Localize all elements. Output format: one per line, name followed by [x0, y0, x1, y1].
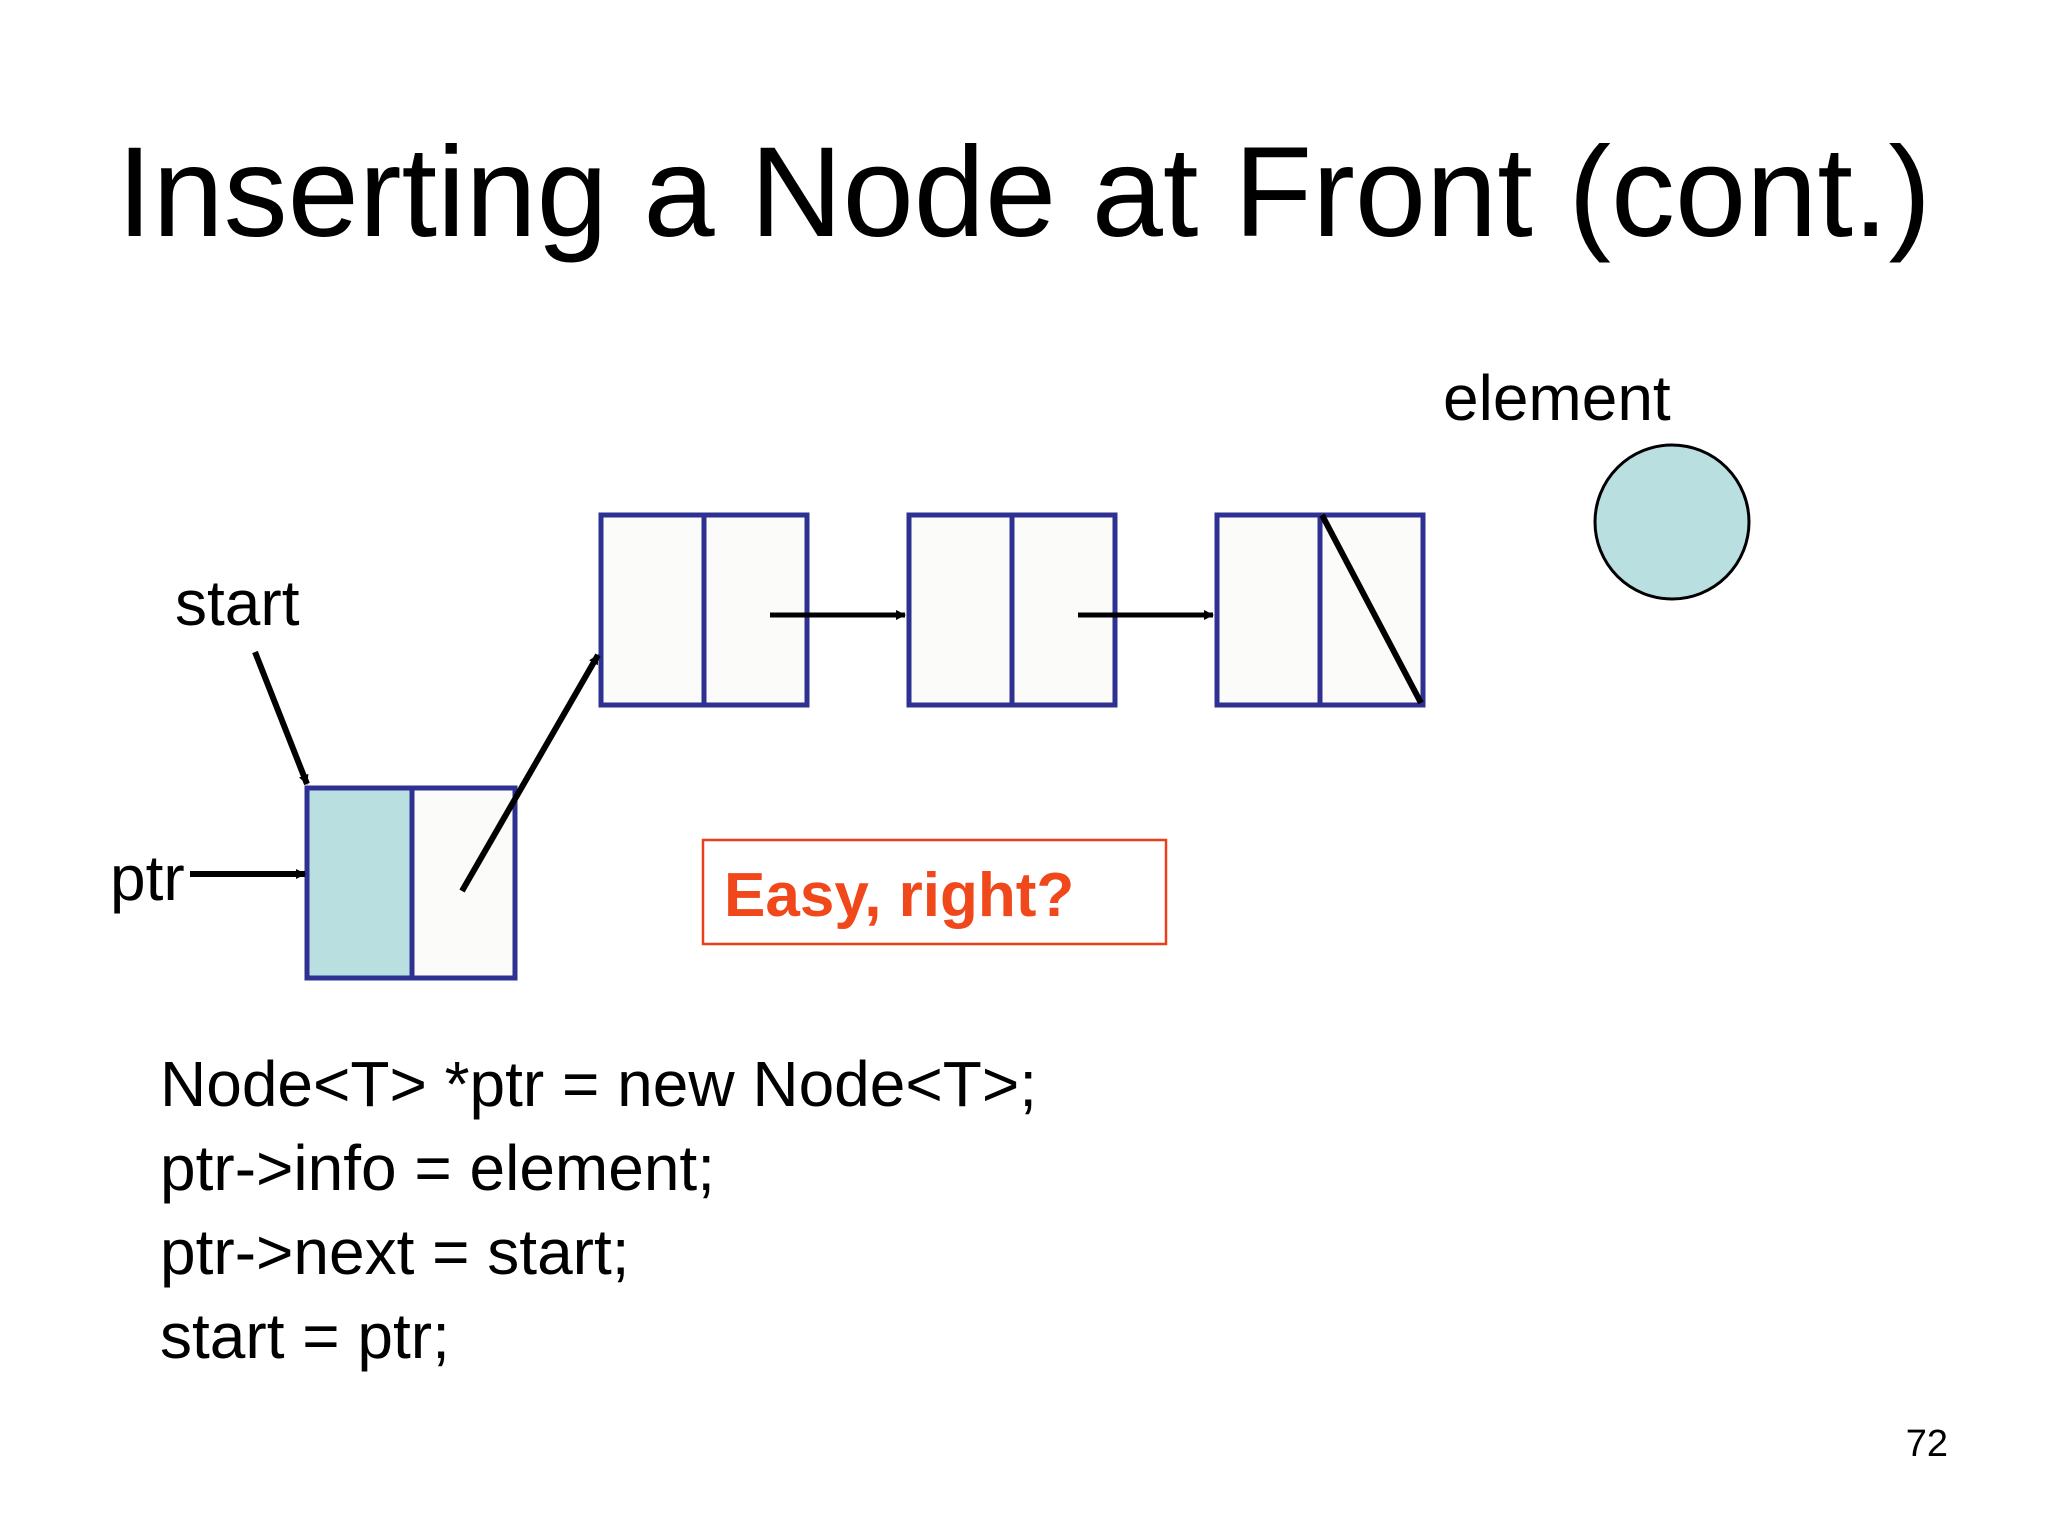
start-arrow	[252, 650, 310, 786]
code-line: Node<T> *ptr = new Node<T>;	[160, 1048, 1037, 1120]
element-circle	[1593, 443, 1751, 601]
element-label: element	[1443, 362, 1671, 434]
code-block: Node<T> *ptr = new Node<T>; ptr->info = …	[160, 1042, 1037, 1378]
callout-box: Easy, right?	[701, 838, 1168, 946]
null-pointer-slash	[1319, 513, 1424, 705]
list-node-2	[906, 512, 1118, 708]
node-2-next-cell	[1009, 512, 1118, 708]
code-line: ptr->next = start;	[160, 1216, 630, 1288]
code-line: ptr->info = element;	[160, 1132, 715, 1204]
slide-title: Inserting a Node at Front (cont.)	[116, 121, 1932, 264]
callout-text: Easy, right?	[724, 861, 1074, 930]
start-label: start	[175, 567, 300, 639]
new-node-next-arrow	[459, 653, 601, 893]
list-node-1	[598, 512, 810, 708]
page-number: 72	[1905, 1423, 1948, 1465]
new-node	[304, 785, 518, 981]
new-node-info-cell	[304, 785, 415, 981]
node-1-next-cell	[701, 512, 810, 708]
node-2-info-cell	[906, 512, 1015, 708]
list-node-3	[1214, 512, 1426, 708]
code-line: start = ptr;	[160, 1300, 450, 1372]
ptr-label: ptr	[110, 842, 185, 914]
node-1-info-cell	[598, 512, 707, 708]
callout-border	[701, 838, 1168, 946]
node-3-info-cell	[1214, 512, 1323, 708]
